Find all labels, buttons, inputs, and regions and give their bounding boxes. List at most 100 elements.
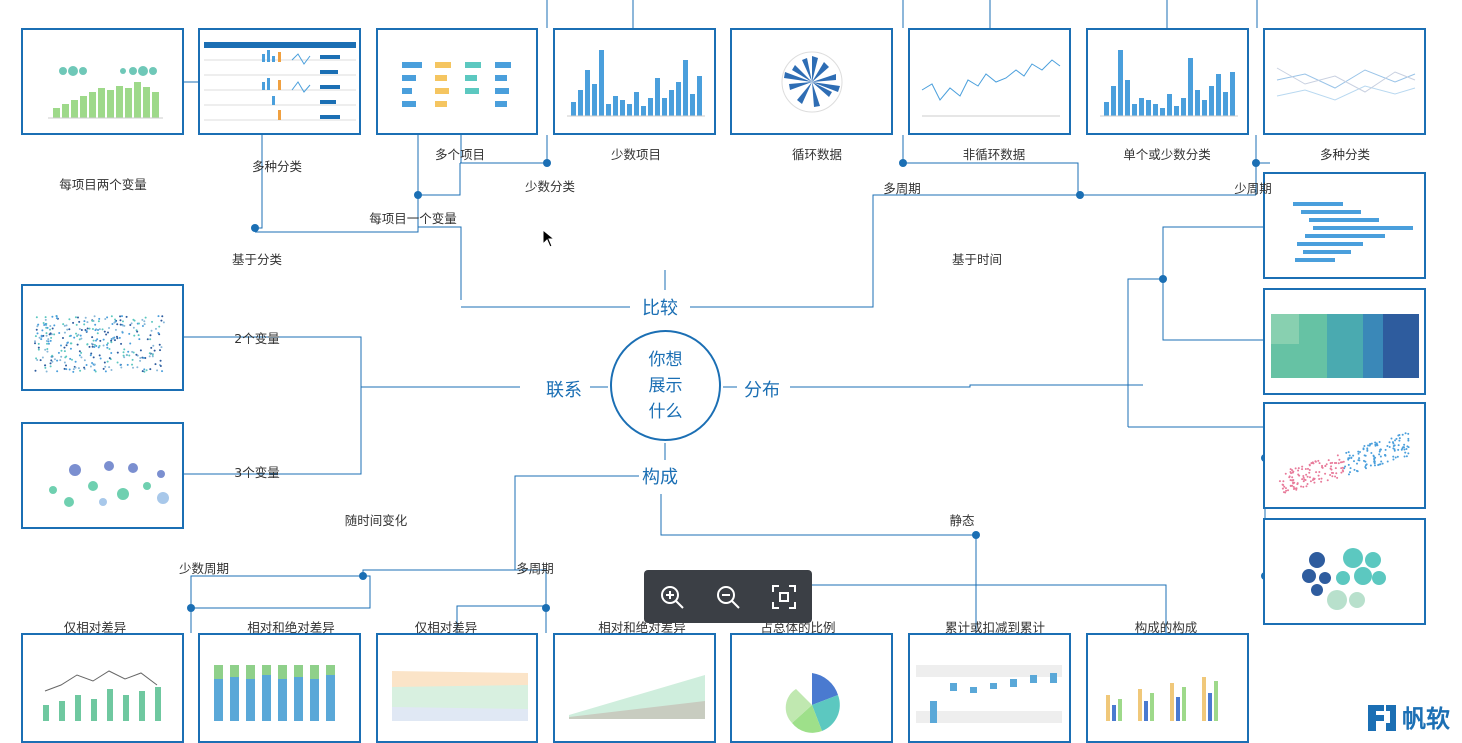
scatter-dot: [1324, 472, 1327, 475]
scatter-dot: [156, 369, 159, 372]
label-few-items: 少数项目: [610, 147, 662, 162]
thumb-polar-chart[interactable]: [730, 28, 893, 135]
thumb-variable-width-bar[interactable]: [21, 28, 184, 135]
scatter-dot: [34, 369, 37, 372]
scatter-dot: [1378, 441, 1381, 444]
scatter-dot: [65, 364, 68, 367]
scatter-dot: [1289, 485, 1292, 488]
scatter-dot: [1373, 458, 1376, 461]
scatter-dot: [91, 336, 94, 339]
thumb-stacked-area[interactable]: [553, 633, 716, 743]
branch-composition[interactable]: 构成: [639, 463, 681, 489]
branch-distribution[interactable]: 分布: [741, 376, 783, 402]
scatter-dot: [75, 332, 78, 335]
label-few-periods: 少数周期: [178, 561, 230, 576]
thumb-grouped-bar[interactable]: [1086, 633, 1249, 743]
scatter-dot: [47, 338, 50, 341]
scatter-dot: [104, 317, 107, 320]
branch-compare[interactable]: 比较: [639, 294, 681, 320]
scatter-dot: [1394, 439, 1397, 442]
scatter-dot: [76, 335, 79, 338]
thumb-scatter-dist[interactable]: [1263, 402, 1426, 509]
scatter-dot: [1386, 460, 1389, 463]
scatter-dot: [62, 323, 65, 326]
thumb-stacked-area-percent[interactable]: [376, 633, 538, 743]
scatter-dot: [93, 345, 96, 348]
thumb-bubble-cloud[interactable]: [1263, 518, 1426, 625]
label-cumulative: 累计或扣减到累计: [944, 620, 1046, 635]
scatter-dot: [1379, 448, 1382, 451]
scatter-dot: [74, 316, 77, 319]
scatter-dot: [1350, 456, 1353, 459]
scatter-dot: [43, 324, 46, 327]
scatter-dot: [106, 342, 109, 345]
thumb-table-with-charts[interactable]: [198, 28, 361, 135]
scatter-dot: [92, 339, 95, 342]
scatter-dot: [1407, 437, 1410, 440]
thumb-few-items-bar[interactable]: [553, 28, 716, 135]
thumb-time-bar[interactable]: [1086, 28, 1249, 135]
scatter-dot: [77, 367, 80, 370]
scatter-dot: [137, 322, 140, 325]
scatter-dot: [76, 343, 79, 346]
scatter-dot: [1292, 485, 1295, 488]
scatter-dot: [86, 327, 89, 330]
scatter-dot: [1377, 463, 1380, 466]
thumb-range-bar[interactable]: [1263, 172, 1426, 279]
scatter-dot: [72, 368, 75, 371]
scatter-dot: [97, 346, 100, 349]
scatter-dot: [1296, 483, 1299, 486]
scatter-dot: [1305, 485, 1308, 488]
zoom-out-button[interactable]: [710, 579, 746, 615]
thumb-multi-items-table[interactable]: [376, 28, 538, 135]
fit-screen-button[interactable]: [766, 579, 802, 615]
scatter-dot: [35, 328, 38, 331]
scatter-dot: [1327, 459, 1330, 462]
scatter-dot: [69, 342, 72, 345]
center-node[interactable]: 你想 展示 什么: [610, 330, 721, 441]
scatter-dot: [108, 348, 111, 351]
label-per-item-two-vars: 每项目两个变量: [59, 177, 147, 192]
zoom-in-button[interactable]: [654, 579, 690, 615]
scatter-dot: [78, 354, 81, 357]
scatter-dot: [1300, 485, 1303, 488]
scatter-dot: [116, 351, 119, 354]
scatter-dot: [1364, 464, 1367, 467]
scatter-dot: [1367, 444, 1370, 447]
scatter-dot: [141, 370, 144, 373]
scatter-dot: [1337, 462, 1340, 465]
label-rel-diff-a: 仅相对差异: [63, 620, 127, 635]
thumb-dense-scatter[interactable]: [21, 284, 184, 391]
scatter-dot: [1306, 467, 1309, 470]
scatter-dot: [1396, 455, 1399, 458]
thumb-bubble-chart[interactable]: [21, 422, 184, 529]
scatter-dot: [1298, 474, 1301, 477]
thumb-treemap[interactable]: [1263, 288, 1426, 395]
thumb-waterfall[interactable]: [908, 633, 1071, 743]
scatter-dot: [150, 329, 153, 332]
scatter-dot: [116, 361, 119, 364]
scatter-dot: [38, 336, 41, 339]
scatter-dot: [78, 327, 81, 330]
label-per-item-one-var: 每项目一个变量: [369, 211, 457, 226]
scatter-dot: [159, 359, 162, 362]
thumb-pie-chart[interactable]: [730, 633, 893, 743]
scatter-dot: [1297, 469, 1300, 472]
scatter-dot: [75, 323, 78, 326]
scatter-dot: [143, 323, 146, 326]
scatter-dot: [1284, 472, 1287, 475]
thumb-line-chart[interactable]: [908, 28, 1071, 135]
thumb-percent-stacked[interactable]: [198, 633, 361, 743]
scatter-dot: [149, 368, 152, 371]
scatter-dot: [1378, 450, 1381, 453]
scatter-dot: [120, 342, 123, 345]
scatter-dot: [106, 346, 109, 349]
branch-relation[interactable]: 联系: [543, 376, 585, 402]
scatter-dot: [44, 366, 47, 369]
thumb-multi-line[interactable]: [1263, 28, 1426, 135]
thumb-stacked-bar-line[interactable]: [21, 633, 184, 743]
scatter-dot: [1292, 482, 1295, 485]
mini-table-chart: [204, 42, 356, 121]
scatter-dot: [105, 333, 108, 336]
